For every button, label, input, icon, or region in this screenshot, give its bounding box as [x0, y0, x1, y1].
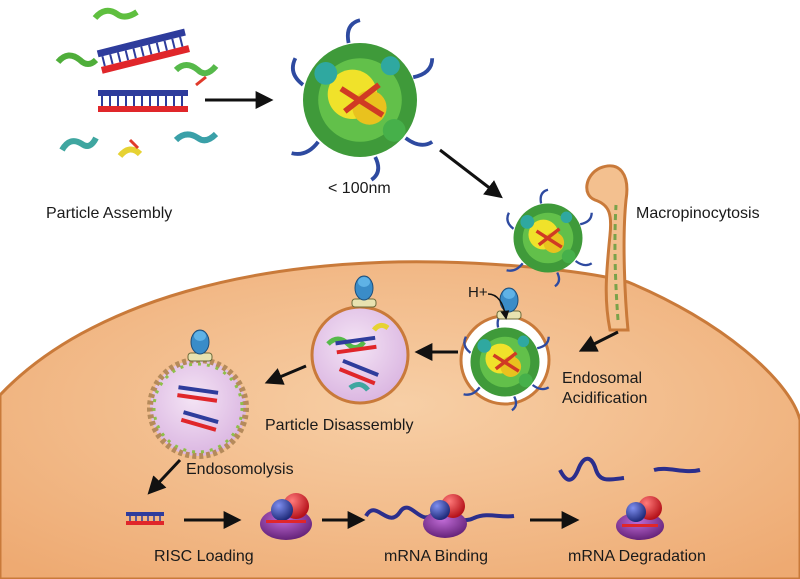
- label-risc-loading: RISC Loading: [154, 548, 254, 565]
- label-macropinocytosis: Macropinocytosis: [636, 205, 760, 222]
- label-mrna-binding: mRNA Binding: [384, 548, 488, 565]
- lysis-membrane-fragments: [152, 362, 244, 454]
- free-sirna-icon: [126, 512, 164, 525]
- risc-degradation-icon: [616, 496, 664, 540]
- proton-arrow: [487, 293, 510, 320]
- label-particle-disassembly: Particle Disassembly: [265, 417, 413, 434]
- label-acidification: Acidification: [562, 390, 647, 407]
- peptide-cluster-icon: [55, 7, 219, 159]
- released-sirna-icon: [177, 385, 219, 432]
- sirna-duplex-middle-icon: [98, 90, 188, 112]
- risc-complex-icon: [260, 493, 312, 540]
- label-endosomolysis: Endosomolysis: [186, 461, 294, 478]
- membrane-stripe: [613, 204, 620, 321]
- label-particle-assembly: Particle Assembly: [46, 205, 172, 222]
- endosome-disassembly: [310, 305, 410, 405]
- label-endosomal: Endosomal: [562, 370, 642, 387]
- sirna-duplex-top-icon: [96, 28, 190, 74]
- endosome-lysis: [147, 357, 249, 459]
- arrow-to-risc: [147, 458, 182, 495]
- nanoparticle-icon: [292, 20, 433, 180]
- macropinocytosis-membrane: [585, 164, 630, 332]
- arrow-to-endosome: [578, 330, 619, 352]
- disassembled-fragments-icon: [326, 322, 390, 392]
- arrow-to-endosomolysis: [264, 364, 307, 385]
- mrna-binding-icon: [364, 494, 515, 538]
- label-mrna-degradation: mRNA Degradation: [568, 548, 706, 565]
- arrow-particle-to-cell: [439, 148, 503, 199]
- label-proton: H+: [468, 284, 488, 301]
- degraded-mrna-icon: [558, 456, 701, 482]
- label-size: < 100nm: [328, 180, 391, 197]
